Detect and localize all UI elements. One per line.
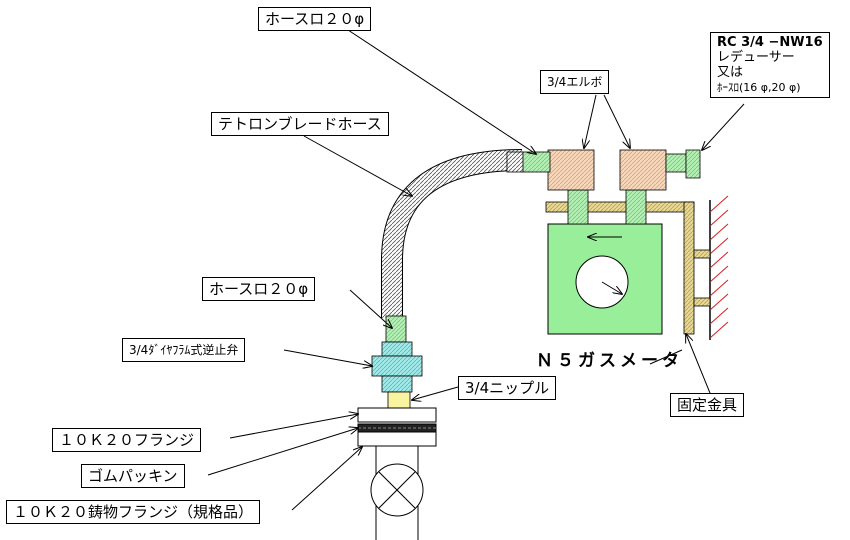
reducer-line-3: 又は <box>717 65 744 80</box>
flange <box>357 407 437 423</box>
leader-lines <box>207 27 745 511</box>
braided-hose <box>381 149 524 318</box>
label-reducer: RC 3/4 −NW16 レデューサー 又は ﾎｰｽﾛ(16 φ,20 φ) <box>710 32 830 98</box>
meter-outlet-nipple <box>625 189 647 225</box>
hose-port-top <box>521 151 551 173</box>
elbow-left <box>547 149 595 191</box>
label-gasket: ゴムパッキン <box>81 464 185 488</box>
label-nipple: 3/4ニップル <box>458 376 557 400</box>
label-cast-flange: １０Ｋ２０鋳物フランジ（規格品） <box>6 500 261 524</box>
wall <box>709 195 729 340</box>
label-hose-port-mid: ホースロ２０φ <box>202 277 316 301</box>
meter-inlet-nipple <box>567 189 589 225</box>
reducer-fitting <box>665 149 701 179</box>
reducer-line-1: RC 3/4 −NW16 <box>717 35 823 50</box>
gas-meter <box>547 223 663 335</box>
lower-pipe-valve <box>370 446 424 540</box>
check-valve <box>371 341 423 393</box>
cast-flange <box>357 431 437 447</box>
label-gas-meter: Ｎ５ガスメータ <box>536 351 683 371</box>
nipple <box>387 391 411 409</box>
elbow-right <box>619 149 667 191</box>
label-bracket: 固定金具 <box>670 393 745 417</box>
label-elbow: 3/4エルボ <box>540 70 610 94</box>
label-teflon-hose: テトロンブレードホース <box>211 112 389 136</box>
fixing-bracket <box>545 201 711 335</box>
reducer-line-4: ﾎｰｽﾛ(16 φ,20 φ) <box>717 81 801 94</box>
reducer-line-2: レデューサー <box>717 50 795 65</box>
label-hose-port-top: ホースロ２０φ <box>258 7 372 31</box>
label-check-valve: 3/4ﾀﾞｲﾔﾌﾗﾑ式逆止弁 <box>122 338 246 362</box>
hose-port-mid <box>385 315 407 343</box>
label-flange: １０Ｋ２０フランジ <box>52 428 202 452</box>
